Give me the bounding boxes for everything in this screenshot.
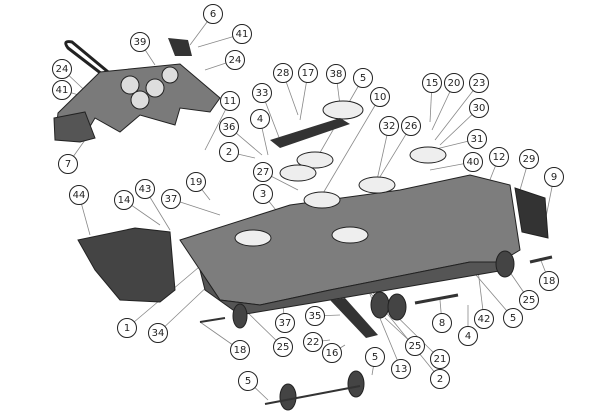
part-callout: 20 <box>444 73 464 93</box>
part-callout: 5 <box>503 308 523 328</box>
part-callout: 24 <box>225 50 245 70</box>
part-callout: 21 <box>430 349 450 369</box>
part-callout: 5 <box>353 68 373 88</box>
main-deck-assembly <box>77 100 553 411</box>
part-callout: 26 <box>401 116 421 136</box>
part-callout: 3 <box>253 184 273 204</box>
part-callout: 40 <box>463 152 483 172</box>
deflector <box>514 187 549 239</box>
part-callout: 27 <box>253 162 273 182</box>
part-callout: 30 <box>469 98 489 118</box>
part-callout: 14 <box>114 190 134 210</box>
part-callout: 6 <box>203 4 223 24</box>
part-callout: 31 <box>467 129 487 149</box>
part-callout: 35 <box>305 306 325 326</box>
leader-line <box>434 82 480 141</box>
leader-line <box>321 96 381 196</box>
part-callout: 37 <box>161 189 181 209</box>
discharge-chute <box>77 227 176 303</box>
part-callout: 13 <box>391 359 411 379</box>
part-callout: 11 <box>220 91 240 111</box>
part-callout: 2 <box>219 142 239 162</box>
part-callout: 24 <box>52 59 72 79</box>
part-callout: 43 <box>135 179 155 199</box>
part-callout: 32 <box>379 116 399 136</box>
part-callout: 37 <box>275 313 295 333</box>
part-callout: 1 <box>117 318 137 338</box>
part-callout: 22 <box>303 332 323 352</box>
part-callout: 18 <box>539 271 559 291</box>
part-callout: 25 <box>405 336 425 356</box>
part-callout: 44 <box>69 185 89 205</box>
wheel <box>495 250 515 278</box>
part-callout: 4 <box>458 326 478 346</box>
part-callout: 9 <box>544 167 564 187</box>
part-callout: 4 <box>250 109 270 129</box>
part-callout: 5 <box>365 347 385 367</box>
small-deck-assembly <box>53 38 221 143</box>
part-callout: 42 <box>474 309 494 329</box>
leader-line <box>157 281 213 334</box>
part-callout: 41 <box>52 80 72 100</box>
part-callout: 29 <box>519 149 539 169</box>
part-callout: 38 <box>326 64 346 84</box>
part-callout: 23 <box>469 73 489 93</box>
part-callout: 7 <box>58 154 78 174</box>
wheel <box>279 383 297 411</box>
part-callout: 10 <box>370 87 390 107</box>
part-callout: 41 <box>232 24 252 44</box>
part-callout: 17 <box>298 63 318 83</box>
part-callout: 15 <box>422 73 442 93</box>
wheel <box>387 293 407 321</box>
part-callout: 25 <box>519 290 539 310</box>
part-callout: 33 <box>252 83 272 103</box>
part-callout: 28 <box>273 63 293 83</box>
leader-line <box>374 125 412 186</box>
part-callout: 25 <box>273 337 293 357</box>
part-callout: 8 <box>432 313 452 333</box>
wheel <box>232 303 248 329</box>
part-callout: 2 <box>430 369 450 389</box>
wheel <box>347 370 365 398</box>
wheel <box>370 291 390 319</box>
part-callout: 5 <box>238 371 258 391</box>
part-callout: 19 <box>186 172 206 192</box>
part-callout: 39 <box>130 32 150 52</box>
part-callout: 12 <box>489 147 509 167</box>
part-callout: 16 <box>322 343 342 363</box>
part-callout: 18 <box>230 340 250 360</box>
part-callout: 34 <box>148 323 168 343</box>
part-callout: 36 <box>219 117 239 137</box>
